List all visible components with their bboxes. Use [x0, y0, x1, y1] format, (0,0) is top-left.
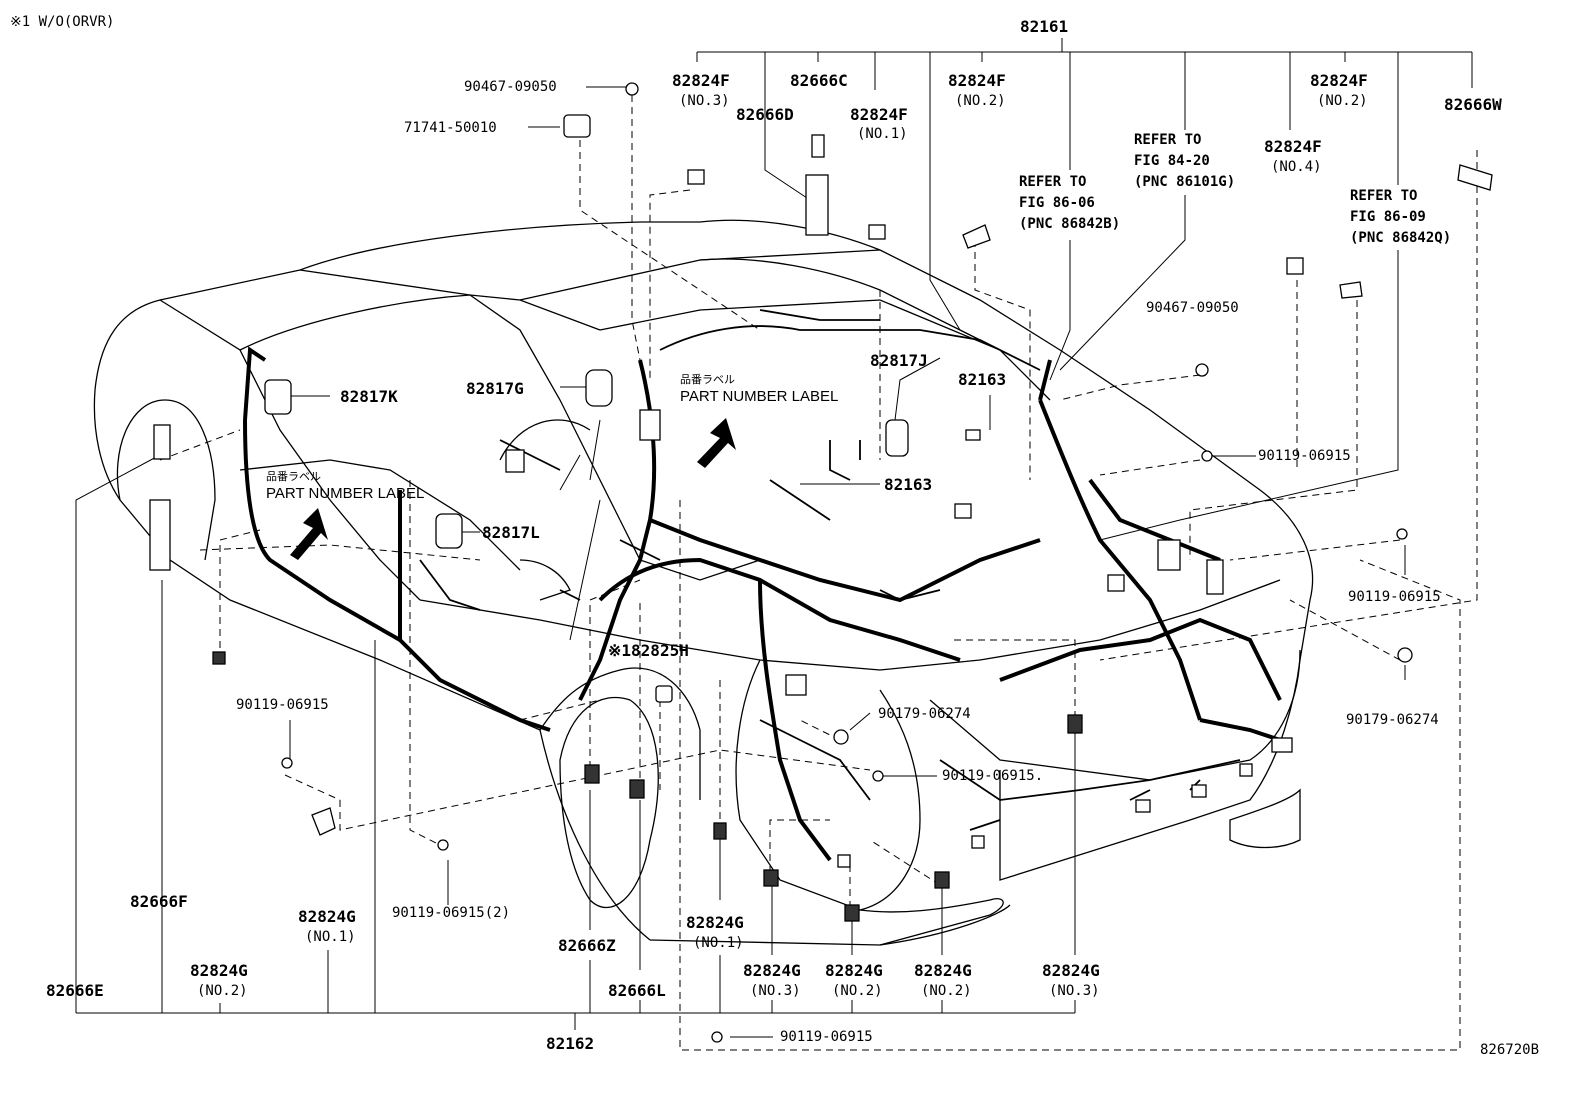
part-82824f-no2-a-suffix: (NO.2)	[955, 93, 1006, 109]
part-90467-09050-top[interactable]: 90467-09050	[464, 79, 557, 95]
part-82824f-no3[interactable]: 82824F	[672, 71, 730, 90]
refer-fig-86-06-line1: REFER TO	[1019, 174, 1087, 190]
part-82824f-no2-a[interactable]: 82824F	[948, 71, 1006, 90]
refer-fig-84-20-line1: REFER TO	[1134, 132, 1202, 148]
part-82824f-no3-suffix: (NO.3)	[679, 93, 730, 109]
part-82161[interactable]: 82161	[1020, 17, 1069, 36]
part-number-label-jp-left: 品番ラベル	[266, 470, 321, 483]
part-82824g-no1-left[interactable]: 82824G	[298, 907, 356, 926]
part-number-label-right: PART NUMBER LABEL	[680, 388, 839, 405]
part-82817j[interactable]: 82817J	[870, 351, 928, 370]
part-82824g-no2-b[interactable]: 82824G	[914, 961, 972, 980]
refer-fig-86-06[interactable]: REFER TO FIG 86-06 (PNC 86842B)	[1019, 172, 1120, 235]
w-o-orvr-note: ※1 W/O(ORVR)	[10, 14, 115, 30]
part-82825h[interactable]: ※182825H	[608, 641, 689, 660]
refer-fig-86-06-line2: FIG 86-06	[1019, 195, 1095, 211]
part-90119-06915-2[interactable]: 90119-06915(2)	[392, 905, 511, 921]
refer-fig-86-09-line2: FIG 86-09	[1350, 209, 1426, 225]
part-90467-09050-right[interactable]: 90467-09050	[1146, 300, 1239, 316]
part-82824g-no1-left-suffix: (NO.1)	[305, 929, 356, 945]
refer-fig-86-06-line3: (PNC 86842B)	[1019, 216, 1121, 232]
part-82824f-no1-suffix: (NO.1)	[857, 126, 908, 142]
solid-leader-lines	[75, 38, 1473, 1038]
part-90119-06915-l[interactable]: 90119-06915	[236, 697, 329, 713]
refer-fig-86-09-line1: REFER TO	[1350, 188, 1418, 204]
part-82666f[interactable]: 82666F	[130, 892, 188, 911]
refer-fig-84-20[interactable]: REFER TO FIG 84-20 (PNC 86101G)	[1134, 130, 1235, 193]
part-82824g-no2-left-suffix: (NO.2)	[197, 983, 248, 999]
part-82666e[interactable]: 82666E	[46, 981, 104, 1000]
part-82666w[interactable]: 82666W	[1444, 95, 1502, 114]
car-body-outline	[93, 219, 1314, 946]
part-82163-a[interactable]: 82163	[958, 370, 1007, 389]
part-82824g-no1-center[interactable]: 82824G	[686, 913, 744, 932]
part-90119-06915-bottom[interactable]: 90119-06915	[780, 1029, 873, 1045]
part-82824g-no2-a-suffix: (NO.2)	[832, 983, 883, 999]
part-90179-06274-c[interactable]: 90179-06274	[878, 706, 971, 722]
refer-fig-84-20-line3: (PNC 86101G)	[1134, 174, 1236, 190]
wire-harness	[243, 346, 1282, 862]
part-number-label-left: PART NUMBER LABEL	[266, 485, 425, 502]
part-82824g-no3-a[interactable]: 82824G	[743, 961, 801, 980]
part-82162[interactable]: 82162	[546, 1034, 595, 1053]
connectors	[149, 82, 1493, 1043]
part-number-label-jp-right: 品番ラベル	[680, 373, 735, 386]
part-82824g-no2-b-suffix: (NO.2)	[921, 983, 972, 999]
label-arrows	[290, 418, 736, 560]
part-82817g[interactable]: 82817G	[466, 379, 524, 398]
figure-code: 826720B	[1480, 1042, 1540, 1058]
part-82824f-no2-b[interactable]: 82824F	[1310, 71, 1368, 90]
part-82666l[interactable]: 82666L	[608, 981, 666, 1000]
part-82817k[interactable]: 82817K	[340, 387, 398, 406]
part-82824g-no3-b[interactable]: 82824G	[1042, 961, 1100, 980]
part-71741-50010[interactable]: 71741-50010	[404, 120, 497, 136]
part-82824f-no1[interactable]: 82824F	[850, 105, 908, 124]
part-90119-06915-c[interactable]: 90119-06915.	[942, 768, 1044, 784]
part-82824f-no4-suffix: (NO.4)	[1271, 159, 1322, 175]
dashed-leader-lines	[159, 95, 1478, 1051]
part-82824g-no3-b-suffix: (NO.3)	[1049, 983, 1100, 999]
part-90119-06915-r2[interactable]: 90119-06915	[1348, 589, 1441, 605]
part-82163-b[interactable]: 82163	[884, 475, 933, 494]
refer-fig-86-09[interactable]: REFER TO FIG 86-09 (PNC 86842Q)	[1350, 186, 1451, 249]
part-82666d[interactable]: 82666D	[736, 105, 794, 124]
part-82824g-no2-a[interactable]: 82824G	[825, 961, 883, 980]
part-82824g-no2-left[interactable]: 82824G	[190, 961, 248, 980]
refer-fig-86-09-line3: (PNC 86842Q)	[1350, 230, 1452, 246]
part-82824g-no1-center-suffix: (NO.1)	[693, 935, 744, 951]
part-82666z[interactable]: 82666Z	[558, 936, 616, 955]
part-82824f-no4[interactable]: 82824F	[1264, 137, 1322, 156]
part-90179-06274-r[interactable]: 90179-06274	[1346, 712, 1439, 728]
part-82817l[interactable]: 82817L	[482, 523, 540, 542]
part-90119-06915-r1[interactable]: 90119-06915	[1258, 448, 1351, 464]
part-82666c[interactable]: 82666C	[790, 71, 848, 90]
wire-harness-thin	[419, 309, 1241, 831]
part-82824g-no3-a-suffix: (NO.3)	[750, 983, 801, 999]
part-82824f-no2-b-suffix: (NO.2)	[1317, 93, 1368, 109]
refer-fig-84-20-line2: FIG 84-20	[1134, 153, 1210, 169]
